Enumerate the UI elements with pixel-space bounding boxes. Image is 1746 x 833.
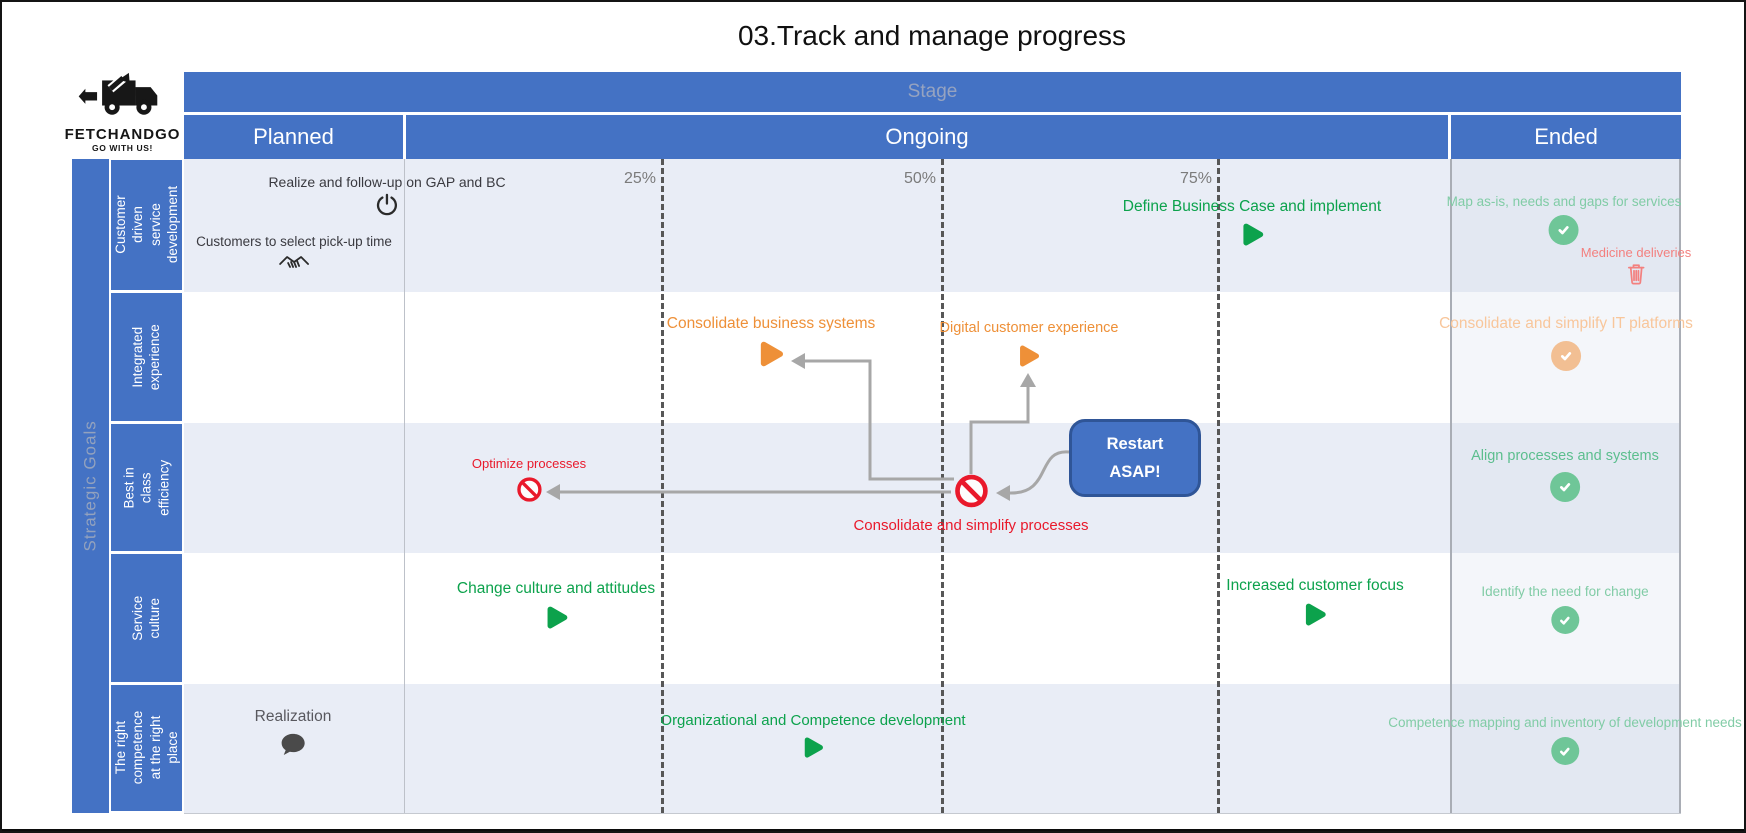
- logo-tagline: GO WITH US!: [92, 143, 153, 153]
- ended-right-border: [1679, 159, 1681, 813]
- milestone-line-25: [661, 159, 664, 813]
- task-change-culture[interactable]: Change culture and attitudes: [457, 580, 655, 630]
- callout-line2: ASAP!: [1109, 463, 1161, 481]
- logo-name: FETCHANDGO: [64, 126, 181, 143]
- sidebar-title-strategic-goals: Strategic Goals: [72, 159, 109, 813]
- task-increased-customer-focus[interactable]: Increased customer focus: [1226, 577, 1404, 627]
- check-icon: [1550, 472, 1580, 502]
- task-competence-mapping[interactable]: Competence mapping and inventory of deve…: [1388, 715, 1742, 765]
- check-icon: [1550, 341, 1581, 371]
- sidebar-item-integrated-experience: Integrated experience: [111, 293, 182, 421]
- no-entry-icon: [516, 476, 543, 503]
- table-bottom-border: [184, 813, 1681, 814]
- play-icon: [757, 340, 785, 368]
- task-digital-customer-experience[interactable]: Digital customer experience: [940, 320, 1118, 368]
- page-title: 03.Track and manage progress: [737, 20, 1127, 51]
- milestone-line-50: [941, 159, 944, 813]
- check-icon: [1549, 215, 1579, 245]
- play-icon: [543, 605, 568, 630]
- milestone-label-25: 25%: [623, 170, 656, 187]
- sidebar-item-customer-driven-service: Customer driven service development: [111, 160, 182, 290]
- no-entry-icon: [953, 473, 989, 509]
- speech-bubble-icon: [280, 732, 307, 756]
- milestone-label-50: 50%: [903, 170, 936, 187]
- play-icon: [1240, 222, 1265, 247]
- task-consolidate-business-systems[interactable]: Consolidate business systems: [667, 315, 875, 368]
- check-icon: [1550, 737, 1579, 765]
- task-optimize-processes[interactable]: Optimize processes: [472, 456, 586, 503]
- milestone-line-75: [1217, 159, 1220, 813]
- task-realization[interactable]: Realization: [255, 708, 331, 756]
- sidebar-item-service-culture: Service culture: [111, 554, 182, 682]
- column-header-ended: Ended: [1451, 115, 1681, 159]
- play-icon: [1302, 602, 1327, 627]
- task-customers-pickup[interactable]: Customers to select pick-up time: [196, 234, 392, 273]
- stage-header: Stage: [184, 72, 1681, 112]
- check-icon: [1551, 606, 1579, 634]
- row-bg-4: [184, 553, 1451, 684]
- task-realize-gap-bc[interactable]: Realize and follow-up on GAP and BC: [268, 174, 506, 216]
- power-icon: [375, 193, 398, 216]
- callout-line1: Restart: [1106, 435, 1164, 453]
- column-header-planned: Planned: [184, 115, 403, 159]
- column-header-ongoing: Ongoing: [406, 115, 1448, 159]
- row-bg-1: [184, 159, 1451, 292]
- task-map-as-is[interactable]: Map as-is, needs and gaps for services: [1447, 194, 1681, 245]
- planned-ongoing-divider: [404, 159, 405, 813]
- task-consolidate-simplify-it[interactable]: Consolidate and simplify IT platforms: [1439, 315, 1693, 371]
- task-align-processes[interactable]: Align processes and systems: [1471, 448, 1659, 502]
- task-consolidate-simplify-processes[interactable]: Consolidate and simplify processes: [853, 473, 1089, 534]
- task-identify-need-change[interactable]: Identify the need for change: [1481, 584, 1649, 634]
- play-icon: [801, 736, 824, 759]
- trash-icon: [1627, 263, 1646, 285]
- row-bg-3: [184, 423, 1451, 553]
- milestone-label-75: 75%: [1179, 170, 1212, 187]
- task-medicine-deliveries[interactable]: Medicine deliveries: [1581, 245, 1691, 285]
- task-define-business-case[interactable]: Define Business Case and implement: [1123, 198, 1381, 247]
- task-org-competence-dev[interactable]: Organizational and Competence developmen…: [660, 712, 966, 759]
- sidebar-item-best-in-class-efficiency: Best in class efficiency: [111, 424, 182, 551]
- truck-logo-icon: [77, 72, 169, 124]
- ongoing-ended-divider: [1450, 159, 1452, 813]
- handshake-icon: [278, 253, 310, 273]
- sidebar-item-right-competence: The right competence at the right place: [111, 685, 182, 811]
- play-icon: [1017, 344, 1041, 368]
- restart-asap-callout[interactable]: Restart ASAP!: [1069, 419, 1201, 497]
- bottom-border: [2, 829, 1744, 831]
